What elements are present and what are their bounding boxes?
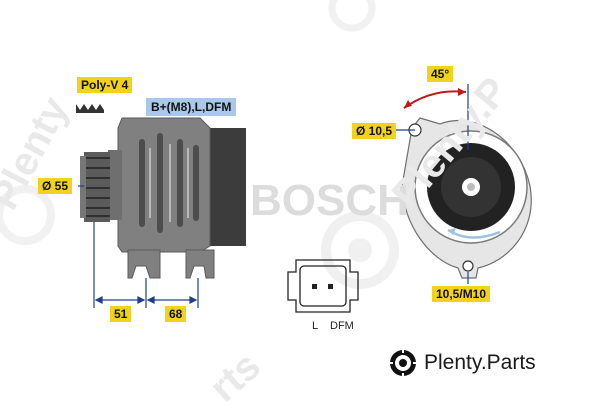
- alternator-side-view: [80, 117, 246, 279]
- angle-arc: [384, 84, 469, 150]
- poly-v-label: Poly-V 4: [77, 77, 133, 93]
- plenty-gear-logo-icon: [389, 349, 417, 377]
- pulley-diameter-label: Ø 55: [38, 178, 73, 194]
- rotation-arrowhead-icon: [448, 228, 456, 235]
- belt-ribs-icon: [76, 104, 104, 113]
- alternator-diagram: [0, 0, 532, 313]
- watermark-gear-logo-icon: [0, 0, 399, 289]
- alternator-rear-view: [401, 117, 532, 279]
- dimension-left-label: 51: [110, 306, 132, 322]
- terminals-label: B+(M8),L,DFM: [146, 98, 237, 116]
- brand-name: Plenty.Parts: [424, 351, 536, 374]
- dimension-right-label: 68: [165, 306, 187, 322]
- hole-diameter-label: Ø 10,5: [352, 123, 397, 139]
- plenty-parts-logo[interactable]: Plenty.Parts: [388, 348, 536, 378]
- watermark-bosch: BOSCH: [250, 176, 409, 225]
- pin-dfm-label: DFM: [330, 320, 354, 332]
- pin-l-label: L: [312, 320, 319, 332]
- dimension-lines-side: [78, 185, 199, 308]
- connector-plug-icon: [287, 259, 359, 313]
- bolt-label: 10,5/M10: [432, 286, 491, 302]
- angle-label: 45°: [427, 66, 454, 82]
